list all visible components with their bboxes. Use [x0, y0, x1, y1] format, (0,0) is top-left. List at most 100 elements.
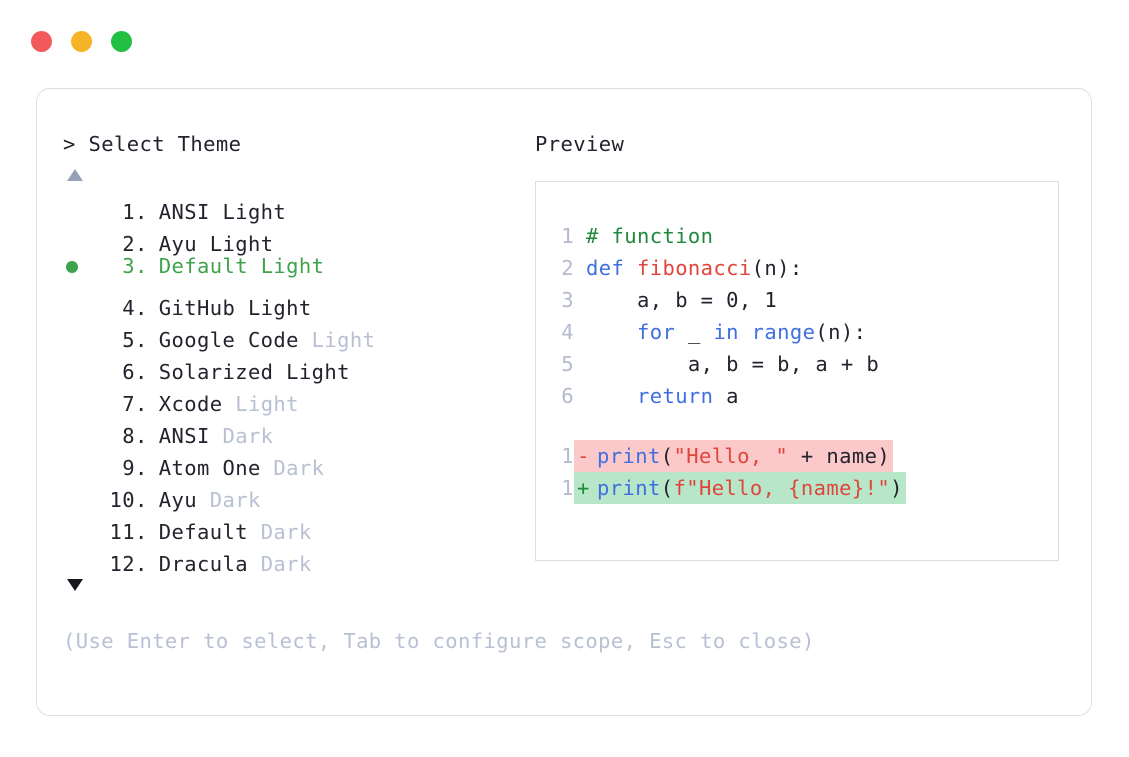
selection-indicator-cell	[63, 411, 93, 443]
theme-list-item[interactable]: 3.Default Light	[63, 251, 513, 283]
theme-index-separator: .	[135, 456, 148, 480]
code-token: for	[636, 320, 676, 344]
code-line-text: # function	[574, 220, 713, 252]
selection-indicator-cell	[63, 283, 93, 315]
theme-variant: Light	[273, 360, 350, 384]
theme-name: Solarized	[158, 360, 274, 384]
maximize-window-button[interactable]	[111, 31, 132, 52]
selected-bullet-icon	[66, 261, 78, 273]
diff-block: 1-print("Hello, " + name)1+ print ( f"Hello…	[550, 440, 1058, 504]
selection-indicator-cell	[63, 475, 93, 507]
theme-variant: Light	[235, 296, 312, 320]
selection-indicator-cell	[63, 219, 93, 251]
line-number: 1	[561, 444, 574, 468]
code-token: f"Hello, {name}!"	[673, 476, 891, 500]
select-theme-prompt: > Select Theme	[63, 132, 242, 156]
theme-list-item[interactable]: 7.Xcode Light	[63, 379, 513, 416]
code-line-text: a, b = b, a + b	[574, 348, 879, 380]
selection-indicator-cell	[63, 539, 93, 571]
theme-name: Ayu	[158, 488, 197, 512]
keyboard-hint: (Use Enter to select, Tab to configure s…	[63, 629, 815, 653]
theme-list-item[interactable]: 6. Solarized Light	[63, 347, 513, 384]
theme-index: 5	[122, 328, 135, 352]
code-token: 0	[726, 288, 739, 312]
theme-list-item[interactable]: 2.Ayu Light	[63, 219, 513, 256]
code-line: 1# function	[550, 220, 1058, 252]
theme-index: 12	[109, 552, 135, 576]
theme-list-item[interactable]: 12.Dracula Dark	[63, 539, 513, 576]
line-number: 6	[561, 384, 574, 408]
theme-name: ANSI	[158, 424, 210, 448]
line-number: 5	[561, 352, 574, 376]
code-line-text: for _ in range(n):	[574, 316, 866, 348]
code-token: a, b =	[586, 288, 727, 312]
code-token: return	[636, 384, 714, 408]
theme-list-item[interactable]: 1.ANSI Light	[63, 187, 513, 224]
scroll-down-arrow-icon[interactable]	[67, 579, 83, 591]
code-token	[586, 320, 637, 344]
code-token: a	[713, 384, 739, 408]
selection-indicator-cell	[63, 379, 93, 411]
code-token: ,	[738, 288, 765, 312]
close-window-button[interactable]	[31, 31, 52, 52]
theme-variant: Dark	[209, 424, 274, 448]
code-token: (	[660, 444, 674, 468]
preview-title: Preview	[535, 132, 625, 156]
theme-name: Ayu	[158, 232, 197, 256]
selection-indicator-cell	[63, 251, 93, 283]
scroll-up-arrow-icon[interactable]	[67, 169, 83, 181]
code-token: _	[675, 320, 714, 344]
line-number: 3	[561, 288, 574, 312]
theme-index-separator: .	[135, 392, 148, 416]
theme-index: 8	[122, 424, 135, 448]
line-number: 4	[561, 320, 574, 344]
theme-index-separator: .	[135, 488, 148, 512]
theme-index: 2	[122, 232, 135, 256]
theme-name: Atom One	[158, 456, 261, 480]
diff-removed-line: 1-print("Hello, " + name)	[550, 440, 1058, 472]
theme-index-separator: .	[135, 360, 148, 384]
theme-index: 6	[122, 360, 135, 384]
theme-list-item[interactable]: 4.GitHub Light	[63, 283, 513, 320]
diff-sign: +	[577, 476, 590, 500]
theme-list-item[interactable]: 9.Atom One Dark	[63, 443, 513, 480]
theme-index: 3	[122, 254, 135, 278]
minimize-window-button[interactable]	[71, 31, 92, 52]
code-line: 6 return a	[550, 380, 1058, 412]
theme-name: Google Code	[158, 328, 299, 352]
theme-list-item[interactable]: 10.Ayu Dark	[63, 475, 513, 512]
code-line: 5 a, b = b, a + b	[550, 348, 1058, 380]
code-token: fibonacci	[636, 256, 752, 280]
code-token: (n):	[815, 320, 867, 344]
diff-sign: -	[577, 444, 590, 468]
code-token: 1	[764, 288, 778, 312]
theme-name: ANSI	[158, 200, 210, 224]
theme-list-item[interactable]: 5.Google Code Light	[63, 315, 513, 352]
theme-variant: Dark	[247, 552, 312, 576]
code-line-text: return a	[574, 380, 739, 412]
code-token: # function	[586, 224, 714, 248]
code-token: range	[751, 320, 816, 344]
theme-variant: Light	[247, 254, 325, 278]
theme-list-item[interactable]: 11.Default Dark	[63, 507, 513, 544]
theme-index-separator: .	[135, 254, 148, 278]
line-number: 2	[561, 256, 574, 280]
theme-list-item[interactable]: 8.ANSI Dark	[63, 411, 513, 448]
theme-name: Dracula	[158, 552, 248, 576]
code-token: )	[890, 476, 903, 500]
theme-index-separator: .	[135, 200, 148, 224]
theme-variant: Dark	[260, 456, 325, 480]
theme-index-separator: .	[135, 296, 148, 320]
code-token: (n):	[751, 256, 803, 280]
theme-name: Xcode	[158, 392, 223, 416]
code-token: print	[597, 476, 661, 500]
diff-line-body: -print("Hello, " + name)	[574, 440, 894, 472]
code-token: + name)	[788, 444, 891, 468]
theme-variant: Light	[222, 392, 299, 416]
